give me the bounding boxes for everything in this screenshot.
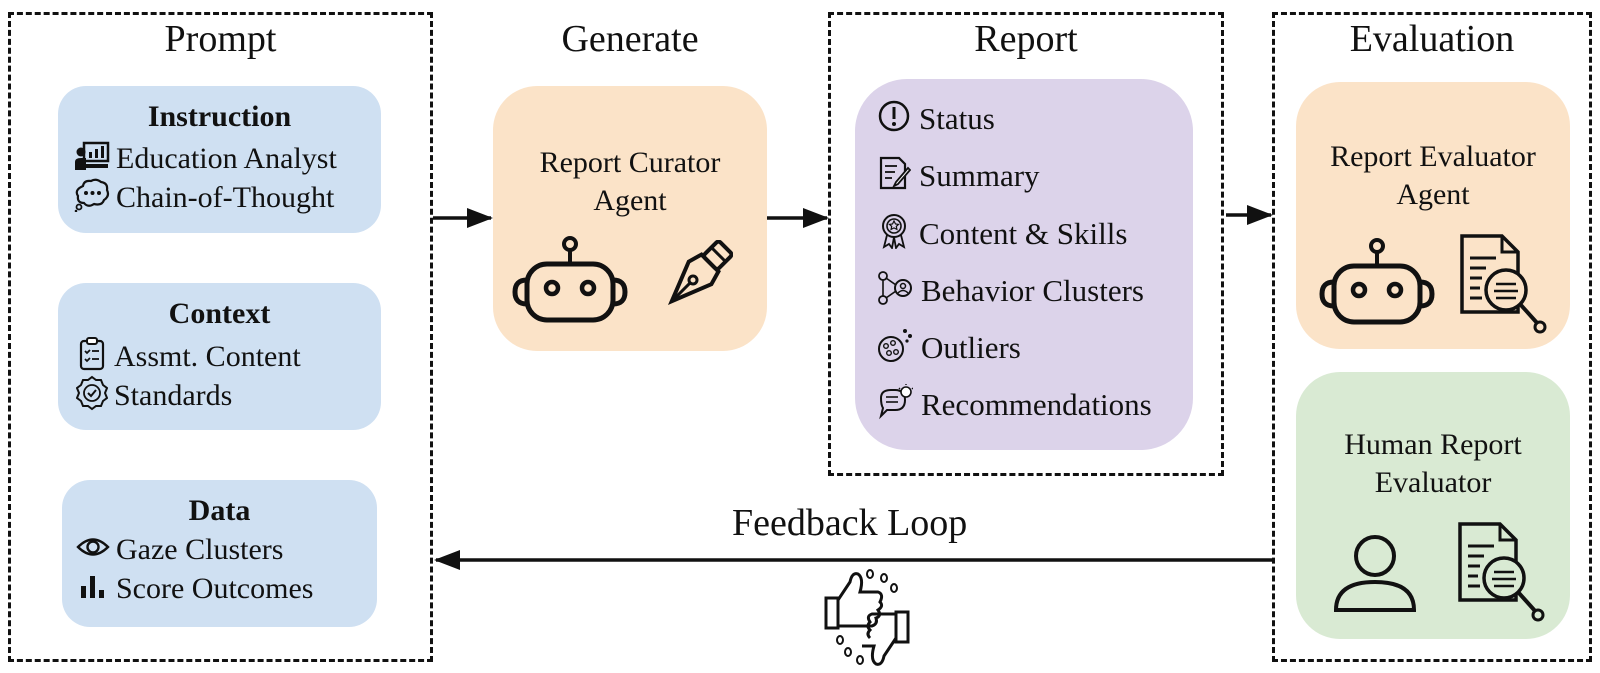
- bar-chart-icon: [76, 572, 110, 606]
- data-item-score-outcomes: Score Outcomes: [76, 572, 313, 606]
- fountain-pen-icon: [653, 239, 734, 325]
- prompt-section-title: Prompt: [164, 18, 277, 60]
- data-item-label: Score Outcomes: [116, 572, 314, 605]
- context-item-assmt-content: Assmt. Content: [76, 337, 301, 377]
- report-item-status: Status: [877, 99, 995, 138]
- report-item-content-skills: Content & Skills: [877, 213, 1127, 254]
- report-evaluator-agent-line2: Agent: [1396, 178, 1470, 211]
- data-title: Data: [188, 494, 251, 527]
- data-item-gaze-clusters: Gaze Clusters: [76, 534, 283, 566]
- report-item-behavior-clusters: Behavior Clusters: [877, 270, 1144, 311]
- badge-check-icon: [75, 375, 109, 417]
- report-item-label: Status: [919, 101, 995, 136]
- report-item-recommendations: Recommendations: [877, 383, 1152, 425]
- evaluation-section: [1272, 12, 1592, 662]
- report-curator-agent-line2: Agent: [593, 184, 667, 217]
- award-ribbon-icon: [877, 213, 911, 254]
- thumbs-up-down-icon: [822, 568, 918, 673]
- report-section: [828, 12, 1224, 476]
- instruction-title: Instruction: [147, 100, 292, 133]
- document-search-icon: [1456, 232, 1548, 341]
- data-item-label: Gaze Clusters: [116, 533, 284, 566]
- human-evaluator-line1: Human Report: [1344, 428, 1522, 461]
- report-item-label: Content & Skills: [919, 216, 1128, 251]
- report-item-label: Behavior Clusters: [921, 273, 1144, 308]
- evaluation-section-title: Evaluation: [1349, 18, 1515, 60]
- context-title: Context: [168, 297, 271, 330]
- report-item-outliers: Outliers: [877, 327, 1021, 368]
- exclamation-circle-icon: [877, 99, 911, 138]
- cluster-nodes-icon: [877, 270, 913, 311]
- context-card: Context Assmt. Content Standards: [58, 283, 381, 430]
- report-evaluator-agent-line1: Report Evaluator: [1330, 140, 1536, 173]
- chat-lightbulb-icon: [877, 383, 914, 425]
- clipboard-checklist-icon: [76, 337, 108, 377]
- report-evaluator-agent-card: Report Evaluator Agent: [1296, 82, 1570, 349]
- context-item-label: Assmt. Content: [114, 340, 301, 373]
- human-report-evaluator-card: Human Report Evaluator: [1296, 372, 1570, 639]
- instruction-item-chain-of-thought: Chain-of-Thought: [74, 178, 334, 218]
- instruction-item-label: Chain-of-Thought: [116, 181, 335, 214]
- human-evaluator-line2: Evaluator: [1374, 466, 1492, 499]
- report-curator-agent-line1: Report Curator: [539, 146, 721, 179]
- presentation-chart-icon: [74, 140, 110, 178]
- feedback-loop-label: Feedback Loop: [732, 502, 968, 544]
- eye-icon: [76, 534, 110, 566]
- instruction-item-education-analyst: Education Analyst: [74, 140, 337, 178]
- document-edit-icon: [877, 156, 912, 195]
- prompt-section: [8, 12, 433, 662]
- user-icon: [1332, 532, 1418, 619]
- report-item-label: Outliers: [921, 330, 1021, 365]
- data-card: Data Gaze Clusters Score Outcomes: [62, 480, 377, 627]
- instruction-card: Instruction Education Analyst Chain-of-T…: [58, 86, 381, 233]
- report-item-label: Summary: [919, 158, 1040, 193]
- generate-title: Generate: [561, 18, 699, 60]
- instruction-item-label: Education Analyst: [116, 142, 337, 175]
- report-section-title: Report: [974, 18, 1078, 60]
- thought-bubble-icon: [74, 178, 110, 218]
- robot-icon: [511, 236, 629, 329]
- scatter-dots-icon: [877, 327, 913, 368]
- context-item-label: Standards: [114, 379, 233, 412]
- robot-icon: [1318, 238, 1436, 331]
- report-curator-agent-card: Report Curator Agent: [493, 86, 767, 351]
- context-item-standards: Standards: [75, 375, 233, 417]
- report-item-label: Recommendations: [921, 387, 1152, 422]
- report-item-summary: Summary: [877, 156, 1040, 195]
- document-search-icon: [1454, 520, 1546, 629]
- report-card: Status Summary Content & Skills: [855, 79, 1193, 450]
